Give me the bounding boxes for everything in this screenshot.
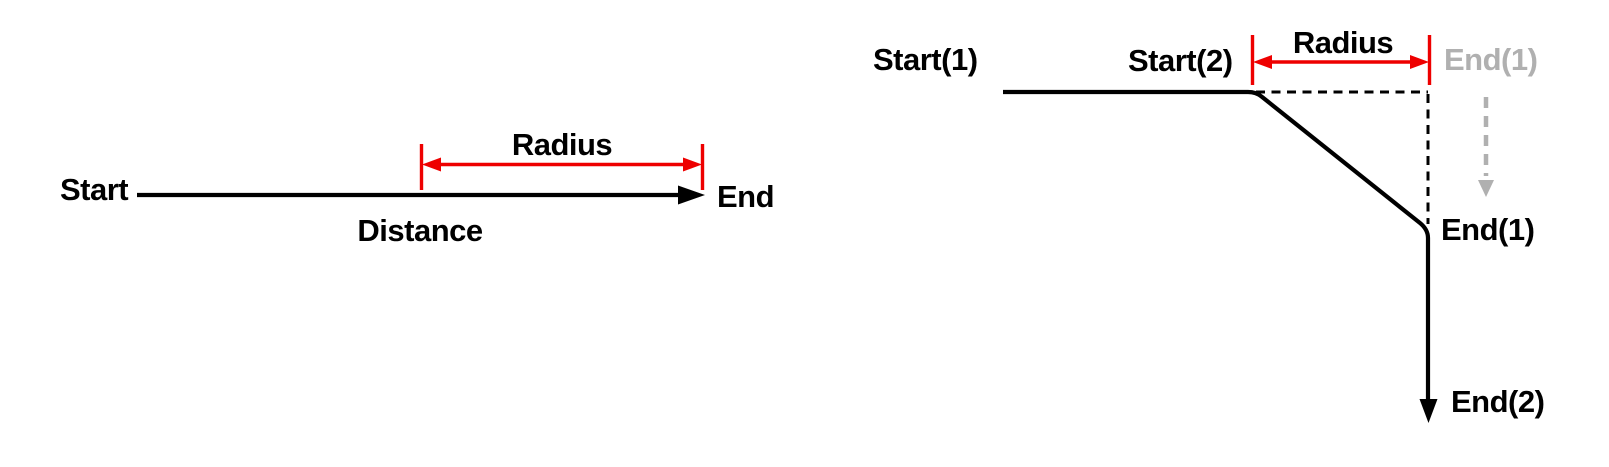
radius-arrowhead-left-icon	[422, 157, 441, 172]
left-diagram	[137, 144, 705, 205]
ghost-drop-arrowhead-icon	[1478, 180, 1494, 197]
right-start2-label: Start(2)	[1128, 43, 1233, 78]
left-radius-label: Radius	[511, 127, 613, 162]
right-radius-label: Radius	[1292, 25, 1394, 60]
left-distance-label: Distance	[357, 213, 483, 248]
left-end-label: End	[717, 179, 775, 214]
distance-arrowhead-icon	[678, 185, 705, 205]
right-end1-ghost-label: End(1)	[1444, 42, 1538, 77]
radius-arrowhead-right-icon	[1410, 55, 1429, 69]
right-end2-label: End(2)	[1451, 384, 1545, 419]
smoothed-path-line	[1003, 89, 1431, 402]
smoothed-path-arrowhead-icon	[1419, 399, 1438, 423]
right-diagram	[1003, 35, 1494, 423]
radius-arrowhead-right-icon	[683, 157, 702, 172]
radius-arrowhead-left-icon	[1253, 55, 1272, 69]
right-end1-label: End(1)	[1441, 212, 1535, 247]
left-start-label: Start	[60, 172, 129, 207]
right-start1-label: Start(1)	[873, 42, 978, 77]
